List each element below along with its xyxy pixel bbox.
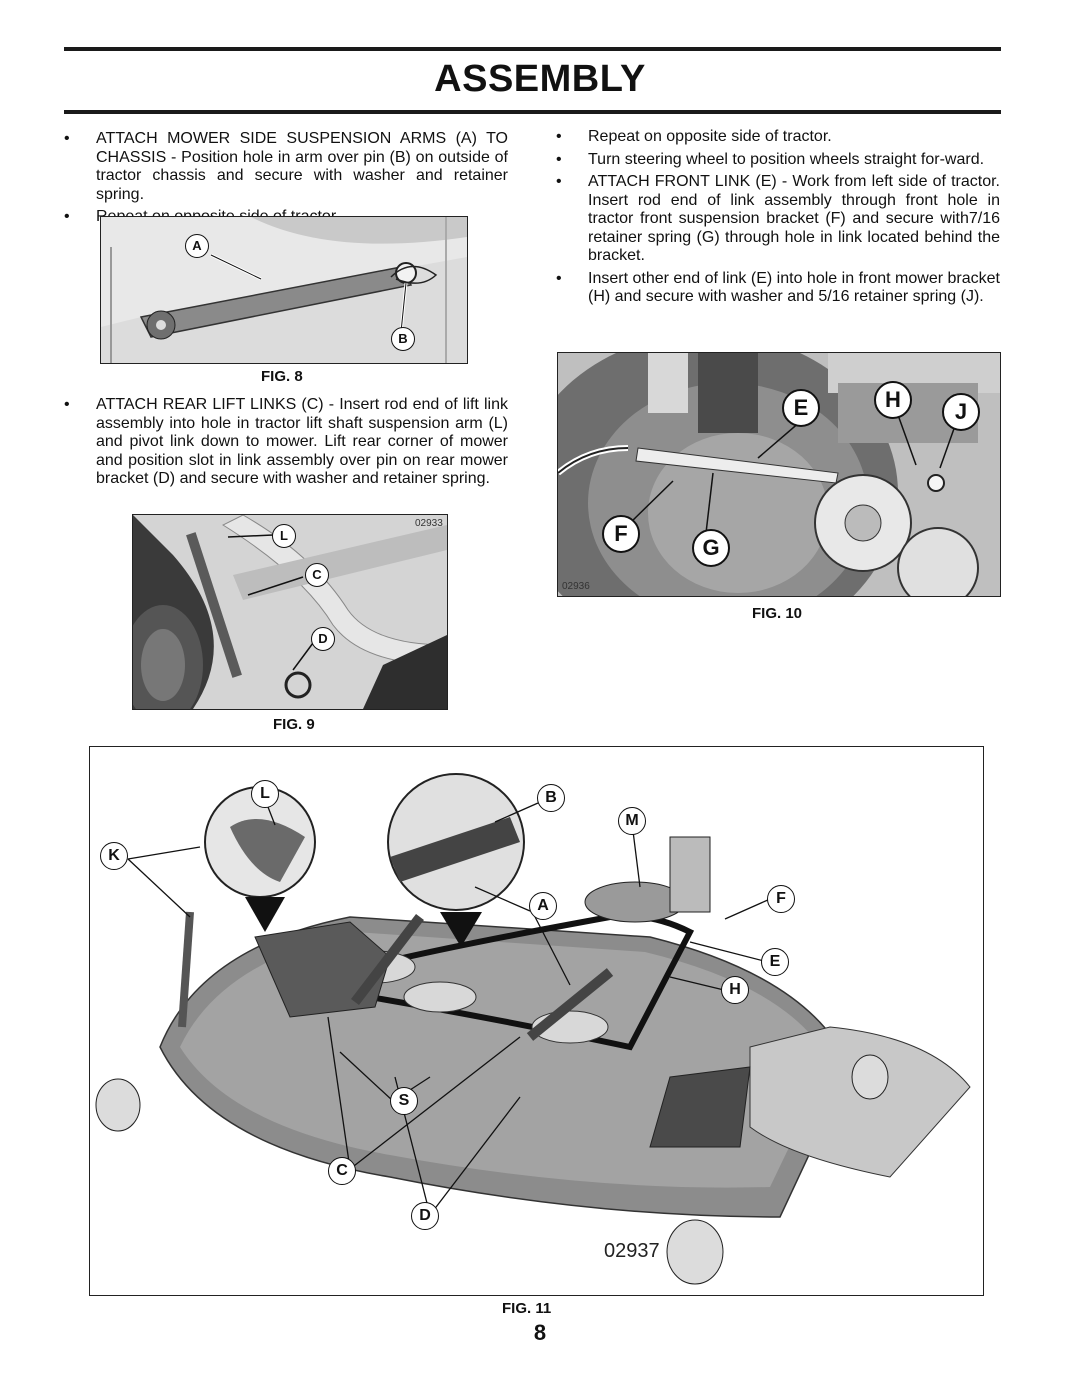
figure-10-code: 02936	[562, 581, 590, 592]
top-rule	[64, 47, 1001, 51]
label-h: H	[874, 381, 912, 419]
figure-10-caption: FIG. 10	[752, 605, 803, 622]
figure-10-image: E H J F G 02936	[557, 352, 1001, 597]
label-a: A	[185, 234, 209, 258]
figure-9-caption: FIG. 9	[273, 716, 315, 733]
label-g: G	[692, 529, 730, 567]
page-number: 8	[533, 1320, 547, 1345]
label-l: L	[272, 524, 296, 548]
label-f: F	[602, 515, 640, 553]
label-h: H	[721, 976, 749, 1004]
instruction-bullet: Insert other end of link (E) into hole i…	[556, 270, 1000, 307]
left-column-mid: ATTACH REAR LIFT LINKS (C) - Insert rod …	[64, 396, 508, 493]
label-l: L	[251, 780, 279, 808]
label-e: E	[761, 948, 789, 976]
label-m: M	[618, 807, 646, 835]
label-j: J	[942, 393, 980, 431]
label-f: F	[767, 885, 795, 913]
instruction-bullet: ATTACH MOWER SIDE SUSPENSION ARMS (A) TO…	[64, 130, 508, 204]
instruction-bullet: Turn steering wheel to position wheels s…	[556, 151, 1000, 170]
figure-8-image: A B	[100, 216, 468, 364]
figure-9-image: L C D 02933	[132, 514, 448, 710]
label-s: S	[390, 1087, 418, 1115]
right-column: Repeat on opposite side of tractor. Turn…	[556, 128, 1000, 311]
instruction-bullet: Repeat on opposite side of tractor.	[556, 128, 1000, 147]
figure-11-caption: FIG. 11	[502, 1300, 552, 1317]
label-k: K	[100, 842, 128, 870]
figure-9-code: 02933	[415, 518, 443, 529]
page-title: ASSEMBLY	[434, 58, 646, 100]
label-d: D	[411, 1202, 439, 1230]
title-underline	[64, 110, 1001, 114]
label-b: B	[391, 327, 415, 351]
label-c: C	[328, 1157, 356, 1185]
label-d: D	[311, 627, 335, 651]
figure-8-caption: FIG. 8	[261, 368, 303, 385]
figure-11-code: 02937	[604, 1240, 660, 1262]
label-a: A	[529, 892, 557, 920]
label-c: C	[305, 563, 329, 587]
label-b: B	[537, 784, 565, 812]
instruction-bullet: ATTACH FRONT LINK (E) - Work from left s…	[556, 173, 1000, 266]
figure-11-image: L B M K A F E H S C D 02937	[89, 746, 984, 1296]
label-e: E	[782, 389, 820, 427]
instruction-bullet: ATTACH REAR LIFT LINKS (C) - Insert rod …	[64, 396, 508, 489]
